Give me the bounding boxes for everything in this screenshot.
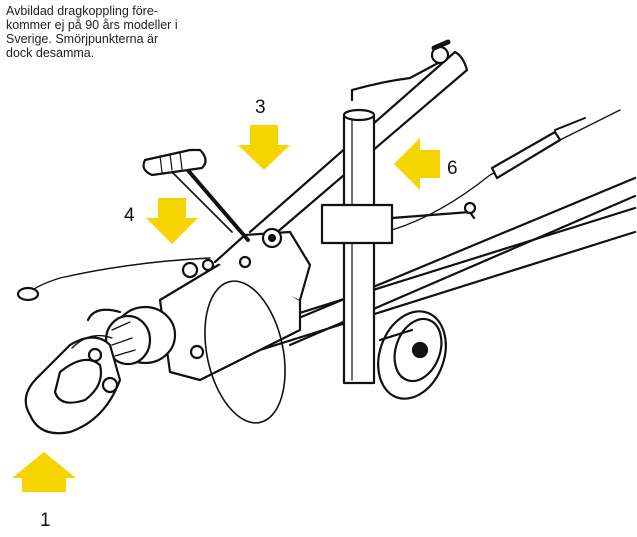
caption-line: Sverige. Smörjpunkterna är (6, 32, 159, 46)
caption-line: dock desamma. (6, 46, 95, 60)
caption-line: Avbildad dragkoppling före- (6, 4, 158, 18)
brake-cable (391, 109, 621, 231)
release-handle (142, 148, 250, 242)
caption-line: kommer ej på 90 års modeller i (6, 18, 178, 32)
coupling-body (86, 227, 312, 382)
jockey-wheel (377, 310, 447, 400)
safety-ring (204, 280, 286, 424)
arrow-6-left (394, 138, 440, 190)
arrow-4-down (146, 198, 198, 244)
coupling-jaw (24, 334, 122, 435)
arrow-1-up (12, 452, 76, 492)
marker-label-6: 6 (447, 158, 458, 179)
arrow-3-down (238, 125, 290, 170)
caption: Avbildad dragkoppling före- kommer ej på… (6, 4, 251, 60)
jockey-wheel-stand (320, 39, 477, 385)
breakaway-cable (16, 257, 215, 302)
marker-label-3: 3 (255, 97, 266, 118)
marker-label-4: 4 (124, 205, 135, 226)
marker-label-1: 1 (40, 510, 51, 531)
